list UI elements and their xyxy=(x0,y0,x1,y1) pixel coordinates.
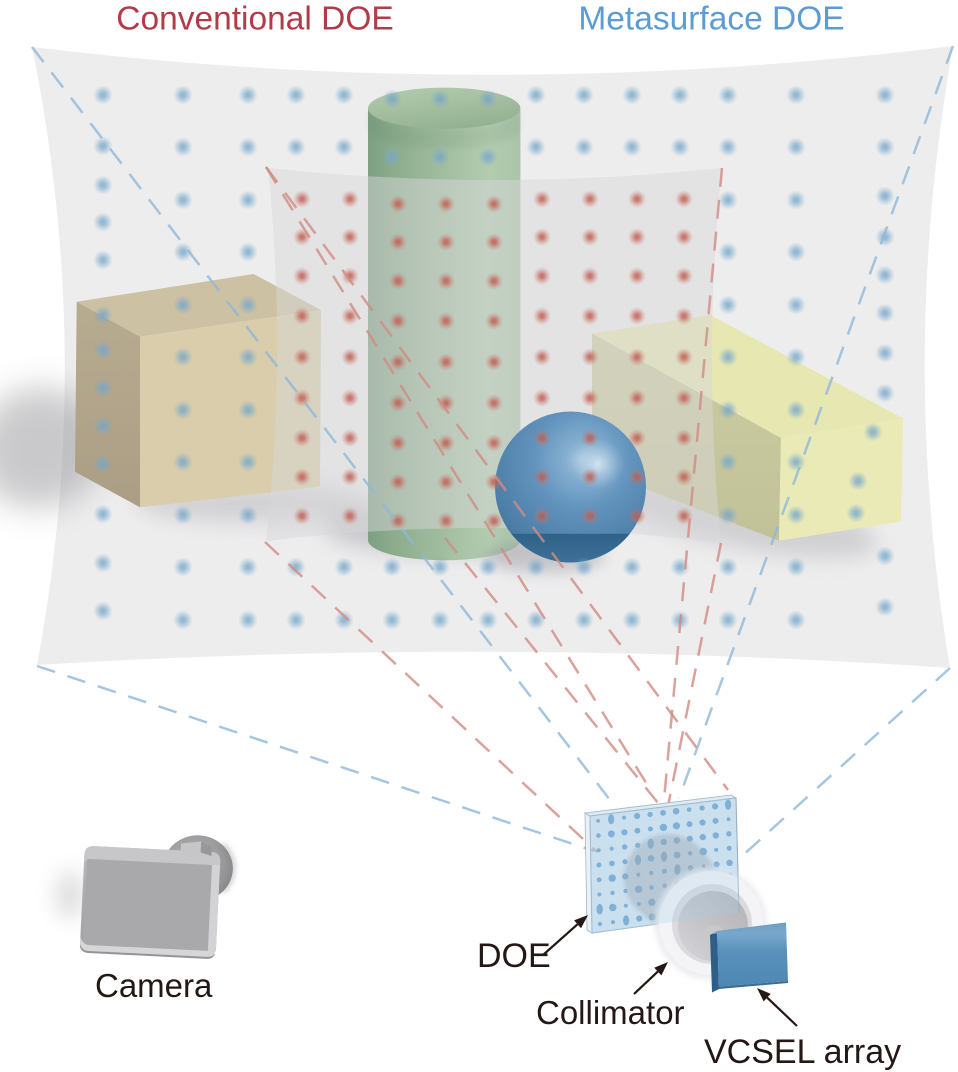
svg-text:DOE: DOE xyxy=(477,937,551,975)
svg-text:Conventional DOE: Conventional DOE xyxy=(116,1,393,38)
svg-text:Camera: Camera xyxy=(95,967,213,1004)
svg-text:Collimator: Collimator xyxy=(536,994,685,1031)
svg-text:VCSEL array: VCSEL array xyxy=(704,1033,901,1071)
svg-text:Metasurface DOE: Metasurface DOE xyxy=(578,1,844,38)
